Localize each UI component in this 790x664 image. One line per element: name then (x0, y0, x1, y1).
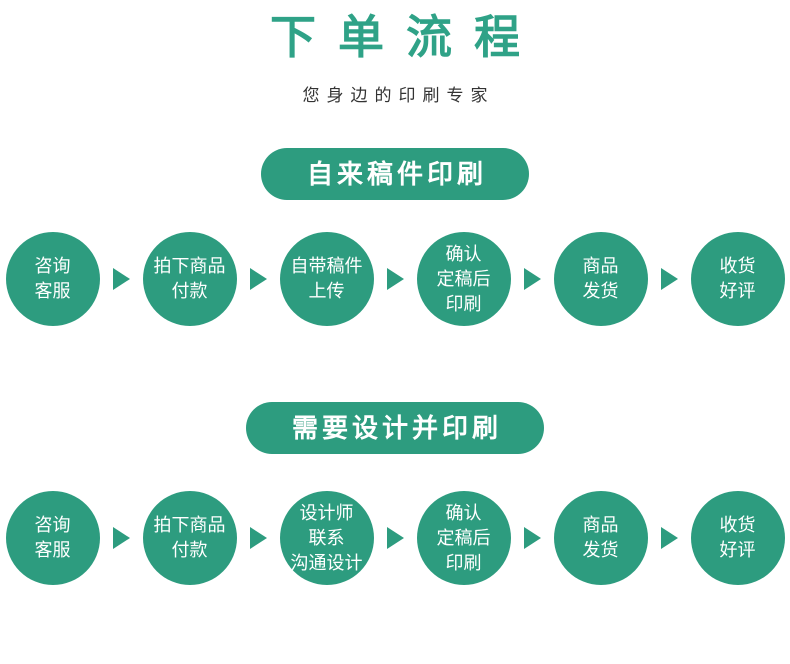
step-label: 拍下商品 付款 (153, 256, 226, 302)
step-circle: 咨询 客服 (5, 232, 100, 327)
arrow-right-icon (386, 527, 404, 550)
step-circle: 咨询 客服 (5, 491, 100, 586)
flow-banner: 需要设计并印刷 (245, 402, 544, 455)
arrow-right-icon (112, 268, 130, 291)
arrow-right-icon (523, 527, 541, 550)
step-circle: 确认 定稿后 印刷 (416, 232, 511, 327)
step-label: 咨询 客服 (34, 515, 71, 561)
step-label: 商品 发货 (582, 256, 619, 302)
arrow-right-icon (249, 527, 267, 550)
flow-banner: 自来稿件印刷 (260, 148, 529, 201)
page-subtitle: 您身边的印刷专家 (302, 86, 495, 106)
arrow-right-icon (386, 268, 404, 291)
step-circle: 拍下商品 付款 (142, 491, 237, 586)
step-circle: 商品 发货 (553, 232, 648, 327)
step-label: 确认 定稿后 印刷 (436, 502, 491, 573)
step-label: 设计师 联系 沟通设计 (290, 502, 363, 573)
step-label: 拍下商品 付款 (153, 515, 226, 561)
flow-design-and-print: 需要设计并印刷 咨询 客服 拍下商品 付款 设计师 联系 沟通设计 确认 定稿后… (0, 402, 790, 586)
step-label: 收货 好评 (719, 256, 756, 302)
step-label: 商品 发货 (582, 515, 619, 561)
arrow-right-icon (660, 527, 678, 550)
step-label: 咨询 客服 (34, 256, 71, 302)
flow-self-provided-manuscript: 自来稿件印刷 咨询 客服 拍下商品 付款 自带稿件 上传 确认 定稿后 印刷 商… (0, 148, 790, 327)
step-circle: 设计师 联系 沟通设计 (279, 491, 374, 586)
arrow-right-icon (660, 268, 678, 291)
step-circle: 拍下商品 付款 (142, 232, 237, 327)
page-title: 下单流程 (270, 11, 542, 63)
steps-row: 咨询 客服 拍下商品 付款 设计师 联系 沟通设计 确认 定稿后 印刷 商品 发… (0, 491, 790, 586)
step-label: 自带稿件 上传 (290, 256, 363, 302)
step-label: 确认 定稿后 印刷 (436, 243, 491, 314)
step-label: 收货 好评 (719, 515, 756, 561)
steps-row: 咨询 客服 拍下商品 付款 自带稿件 上传 确认 定稿后 印刷 商品 发货 收货… (0, 232, 790, 327)
step-circle: 确认 定稿后 印刷 (416, 491, 511, 586)
arrow-right-icon (112, 527, 130, 550)
arrow-right-icon (249, 268, 267, 291)
arrow-right-icon (523, 268, 541, 291)
step-circle: 收货 好评 (690, 491, 785, 586)
step-circle: 商品 发货 (553, 491, 648, 586)
step-circle: 收货 好评 (690, 232, 785, 327)
step-circle: 自带稿件 上传 (279, 232, 374, 327)
